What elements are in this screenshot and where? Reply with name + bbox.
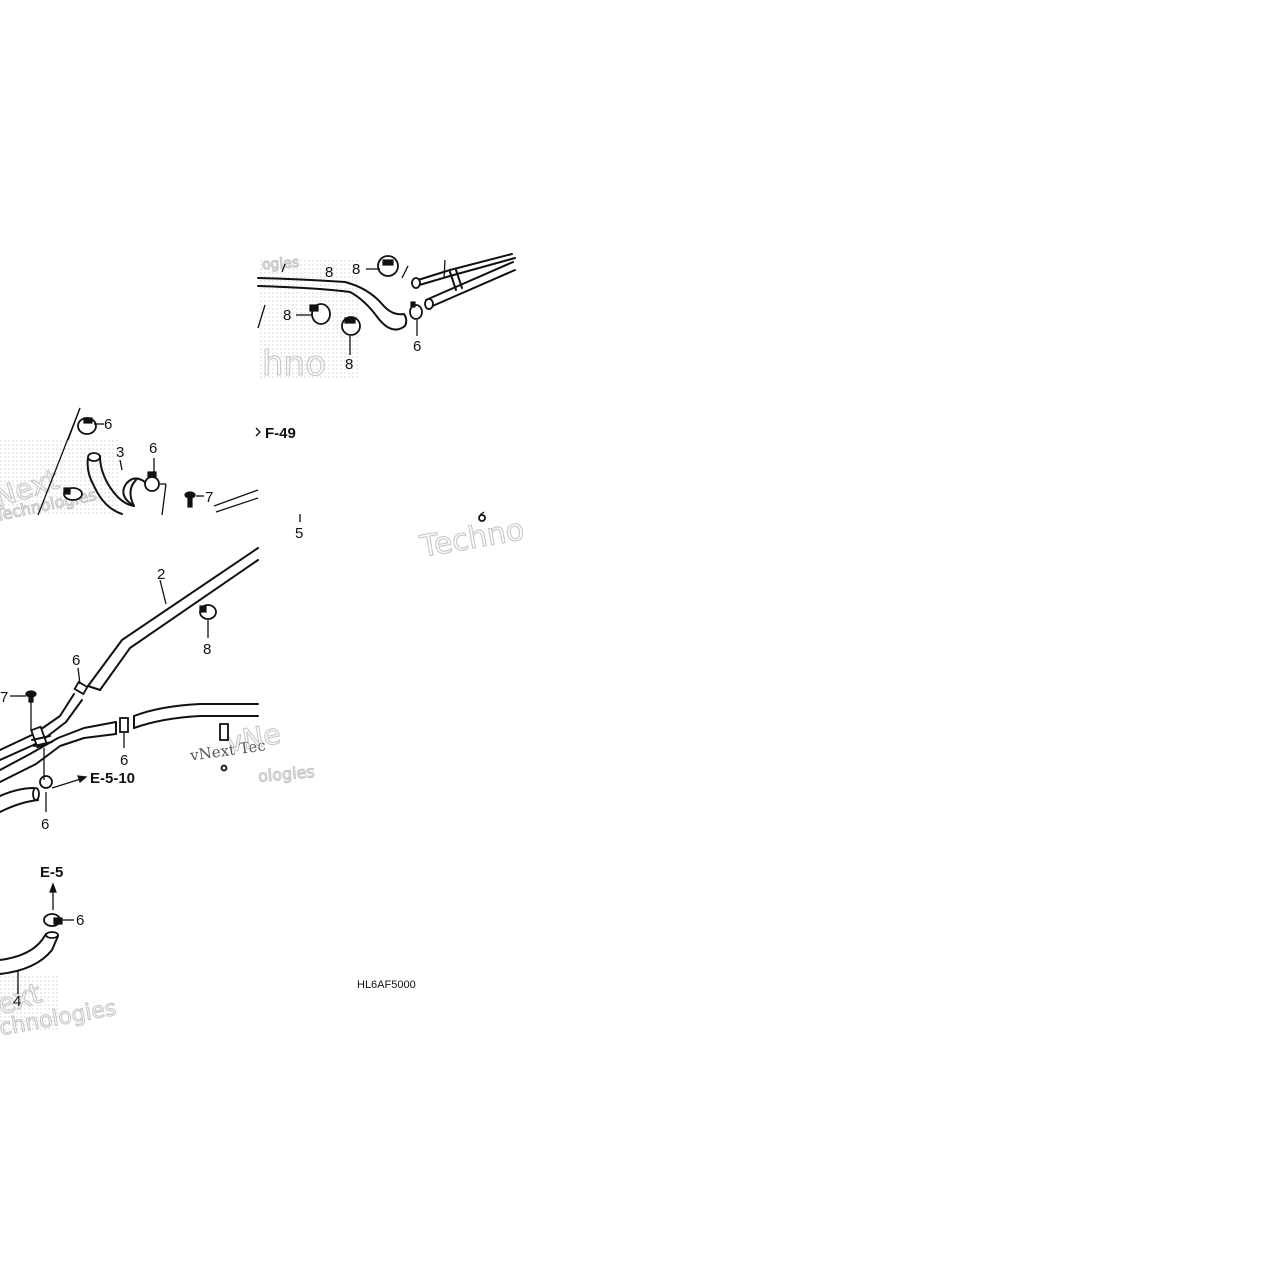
callout-6: 6 — [41, 816, 49, 833]
lower-detail: 2 8 6 7 6 6 E-5-10 — [0, 547, 259, 833]
hose-clamp-icon — [73, 680, 89, 696]
reference-label: F-49 — [265, 425, 296, 442]
hose-clamp-icon — [199, 604, 217, 620]
hose-clamp-icon — [77, 417, 97, 435]
callout-6: 6 — [76, 912, 84, 929]
callout-8: 8 — [283, 307, 291, 324]
callout-6: 6 — [149, 440, 157, 457]
top-detail: 8 8 8 8 6 — [257, 253, 516, 373]
watermark-text: ogies — [261, 255, 299, 274]
watermark-text: Techno — [417, 512, 527, 565]
hose-clamp-icon — [63, 487, 83, 501]
watermark-text: hno — [262, 344, 326, 384]
callout-3: 3 — [116, 444, 124, 461]
part-code: HL6AF5000 — [357, 979, 416, 991]
hose-clamp-icon — [309, 303, 331, 325]
bolt-icon — [25, 690, 37, 703]
callout-8: 8 — [352, 261, 360, 278]
hose-clamp-icon — [119, 717, 129, 733]
hose-clamp-icon — [43, 913, 63, 927]
hose-clamp-icon — [377, 255, 399, 277]
dotted-watermark-patches — [0, 258, 358, 1030]
watermark-text: vNe — [223, 717, 283, 759]
hose-clamp-icon — [409, 301, 423, 320]
callout-6: 6 — [72, 652, 80, 669]
reference-label: E-5-10 — [90, 770, 135, 787]
middle-detail: 6 3 6 7 — [37, 407, 259, 516]
hose-clamp-icon — [144, 471, 160, 492]
callout-4: 4 — [13, 993, 21, 1010]
hose-clamp-icon — [219, 723, 229, 741]
bolt-icon — [184, 491, 196, 508]
callout-5: 5 — [295, 525, 303, 542]
callout-2: 2 — [157, 566, 165, 583]
callout-8: 8 — [325, 264, 333, 281]
callout-8: 8 — [345, 356, 353, 373]
hose-clamp-icon — [30, 725, 53, 749]
bottom-detail: E-5 6 4 — [0, 864, 84, 1010]
callout-6: 6 — [413, 338, 421, 355]
callout-8: 8 — [203, 641, 211, 658]
reference-label: E-5 — [40, 864, 63, 881]
callout-7: 7 — [205, 489, 213, 506]
reference-f49: F-49 — [255, 425, 296, 442]
hose-clamp-icon — [39, 775, 53, 789]
watermark-text: ologies — [257, 762, 315, 786]
callout-6: 6 — [120, 752, 128, 769]
callout-5-group: 5 — [295, 511, 486, 542]
callout-6: 6 — [104, 416, 112, 433]
callout-7: 7 — [0, 689, 8, 706]
hose-clamp-icon — [341, 316, 361, 336]
